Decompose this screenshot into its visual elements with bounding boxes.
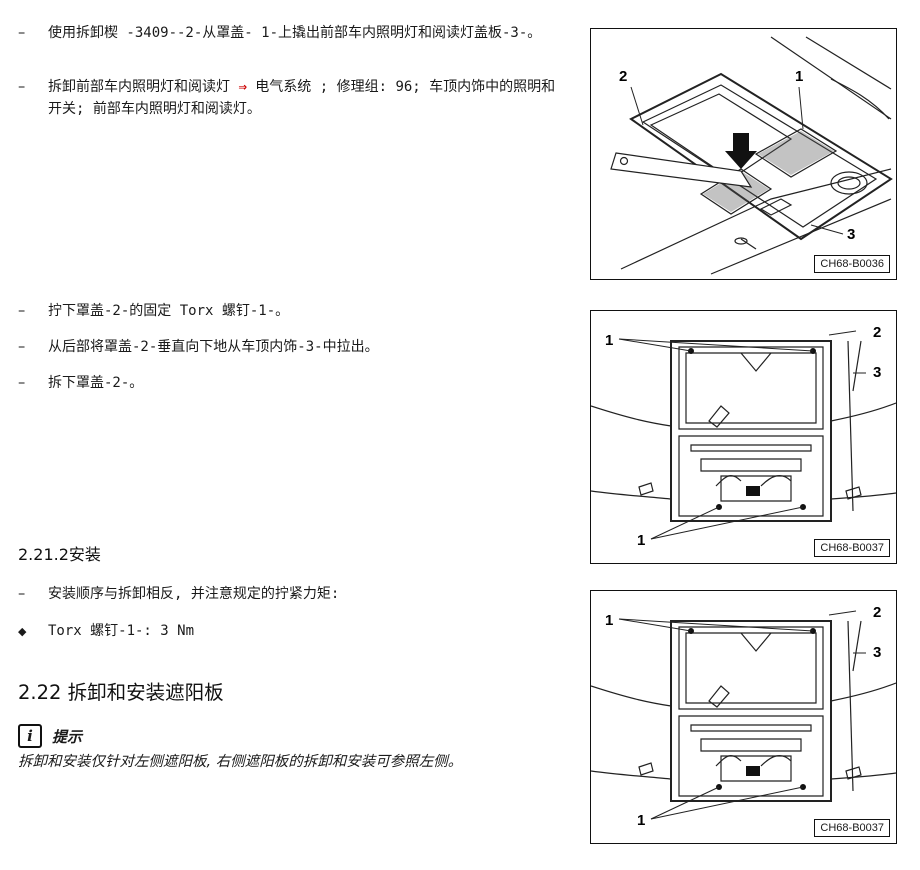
info-icon: i xyxy=(18,724,42,748)
step-text: 拆下罩盖-2-。 xyxy=(48,375,144,391)
note-title: 提示 xyxy=(52,727,83,746)
figure-code: CH68-B0037 xyxy=(814,539,890,557)
step-text: 安装顺序与拆卸相反, 并注意规定的拧紧力矩: xyxy=(48,586,340,602)
callout-3: 3 xyxy=(873,644,881,661)
diamond-bullet-icon: ◆ xyxy=(18,625,27,638)
dash-marker: – xyxy=(18,303,26,319)
callout-3: 3 xyxy=(873,364,881,381)
section-heading-install: 2.21.2安装 xyxy=(18,545,101,564)
step-text: 从后部将罩盖-2-垂直向下地从车顶内饰-3-中拉出。 xyxy=(48,339,379,355)
step-remove-cover: – 拆下罩盖-2-。 xyxy=(18,372,558,394)
figure-cover-screws: 1 2 3 1 CH68-B0037 xyxy=(590,310,897,564)
dash-marker: – xyxy=(18,79,26,95)
figure-light-cover-drawing: 2 1 3 xyxy=(610,36,893,275)
callout-2: 2 xyxy=(873,604,881,621)
callout-1-bottom: 1 xyxy=(637,812,645,829)
step-text: 使用拆卸楔 -3409--2-从罩盖- 1-上撬出前部车内照明灯和阅读灯盖板-3… xyxy=(48,25,542,41)
step-unscrew: – 拧下罩盖-2-的固定 Torx 螺钉-1-。 xyxy=(18,300,558,322)
step-text-before: 拆卸前部车内照明灯和阅读灯 xyxy=(48,79,239,95)
dash-marker: – xyxy=(18,25,26,41)
step-install-order: – 安装顺序与拆卸相反, 并注意规定的拧紧力矩: xyxy=(18,583,558,605)
figure-code: CH68-B0036 xyxy=(814,255,890,273)
step-text-after: 电气系统 ; 修理组: 96; 车顶内饰中的照明和开关; 前部车内照明灯和阅读灯… xyxy=(48,79,556,117)
figure-code: CH68-B0037 xyxy=(814,819,890,837)
torque-spec: ◆ Torx 螺钉-1-: 3 Nm xyxy=(18,620,194,643)
note-header: i 提示 xyxy=(18,724,82,748)
callout-1-top: 1 xyxy=(605,612,613,629)
dash-marker: – xyxy=(18,586,26,602)
callout-1-top: 1 xyxy=(605,332,613,349)
figure-cover-screws-repeat: 1 2 3 1 CH68-B0037 xyxy=(590,590,897,844)
callout-1: 1 xyxy=(795,68,803,85)
callout-3: 3 xyxy=(847,226,855,243)
section-heading-sunvisor: 2.22 拆卸和安装遮阳板 xyxy=(18,681,224,704)
step-pry-cover: – 使用拆卸楔 -3409--2-从罩盖- 1-上撬出前部车内照明灯和阅读灯盖板… xyxy=(18,22,558,44)
note-body: 拆卸和安装仅针对左侧遮阳板, 右侧遮阳板的拆卸和安装可参照左侧。 xyxy=(18,754,463,770)
callout-2: 2 xyxy=(873,324,881,341)
torque-spec-text: Torx 螺钉-1-: 3 Nm xyxy=(48,623,195,639)
figure-light-cover: 2 1 3 CH68-B0036 xyxy=(590,28,897,280)
figure-cover-screws-drawing: 1 2 3 1 xyxy=(591,324,896,549)
callout-1-bottom: 1 xyxy=(637,532,645,549)
callout-2: 2 xyxy=(619,68,627,85)
arrow-right-icon[interactable]: ⇒ xyxy=(238,79,247,95)
step-text: 拧下罩盖-2-的固定 Torx 螺钉-1-。 xyxy=(48,303,290,319)
dash-marker: – xyxy=(18,375,26,391)
step-text: 拆卸前部车内照明灯和阅读灯 ⇒ 电气系统 ; 修理组: 96; 车顶内饰中的照明… xyxy=(48,76,558,120)
step-pull-out: – 从后部将罩盖-2-垂直向下地从车顶内饰-3-中拉出。 xyxy=(18,336,558,358)
step-remove-light: – 拆卸前部车内照明灯和阅读灯 ⇒ 电气系统 ; 修理组: 96; 车顶内饰中的… xyxy=(18,76,558,120)
figure-cover-screws-repeat-drawing: 1 2 3 1 xyxy=(591,604,896,829)
dash-marker: – xyxy=(18,339,26,355)
